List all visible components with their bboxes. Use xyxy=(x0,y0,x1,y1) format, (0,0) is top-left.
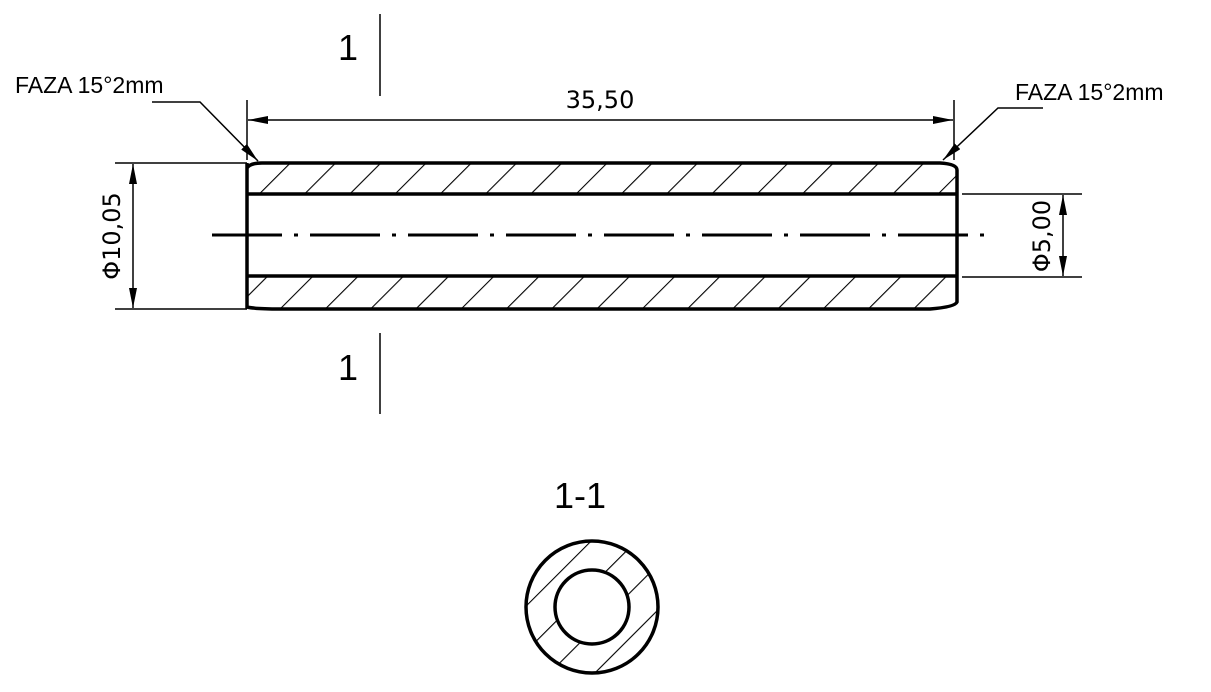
length-dim-text: 35,50 xyxy=(566,86,635,114)
inner-diameter-text: Φ5,00 xyxy=(1028,200,1056,272)
section-mark-bottom: 1 xyxy=(338,347,358,388)
section-view-title: 1-1 xyxy=(554,475,606,516)
leader-right xyxy=(942,107,1043,161)
section-view xyxy=(524,539,660,675)
section-mark-top: 1 xyxy=(338,27,358,68)
inner-diameter-dimension: Φ5,00 xyxy=(962,193,1082,278)
chamfer-note-left: FAZA 15°2mm xyxy=(15,72,164,98)
chamfer-note-right: FAZA 15°2mm xyxy=(1015,79,1164,105)
outer-diameter-text: Φ10,05 xyxy=(98,192,126,280)
leader-left xyxy=(152,101,259,162)
tube-wall-hatching xyxy=(247,163,957,309)
length-dimension: 35,50 xyxy=(246,86,955,160)
tube-body xyxy=(245,161,959,311)
outer-diameter-dimension: Φ10,05 xyxy=(98,162,247,310)
